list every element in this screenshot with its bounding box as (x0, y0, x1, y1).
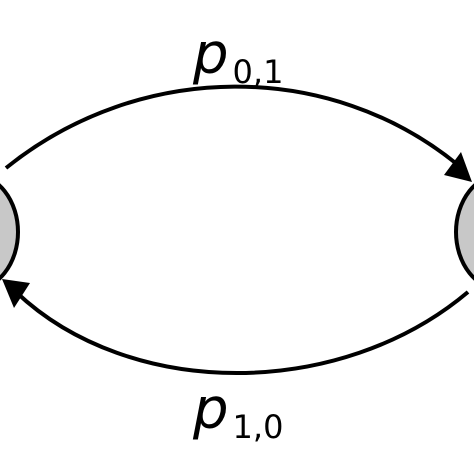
edge-label-0-1-sub: 0,1 (233, 53, 284, 91)
arrowhead-0-1 (444, 152, 472, 182)
edge-label-1-0-main: p (192, 377, 229, 442)
transition-edge-0-1 (4, 84, 460, 170)
edge-label-0-1-main: p (192, 22, 229, 87)
arrowhead-1-0 (2, 279, 30, 308)
state-node-left (0, 183, 20, 281)
edge-label-1-0-sub: 1,0 (233, 408, 284, 446)
state-node-right (454, 183, 474, 281)
transition-edge-1-0 (14, 290, 470, 375)
